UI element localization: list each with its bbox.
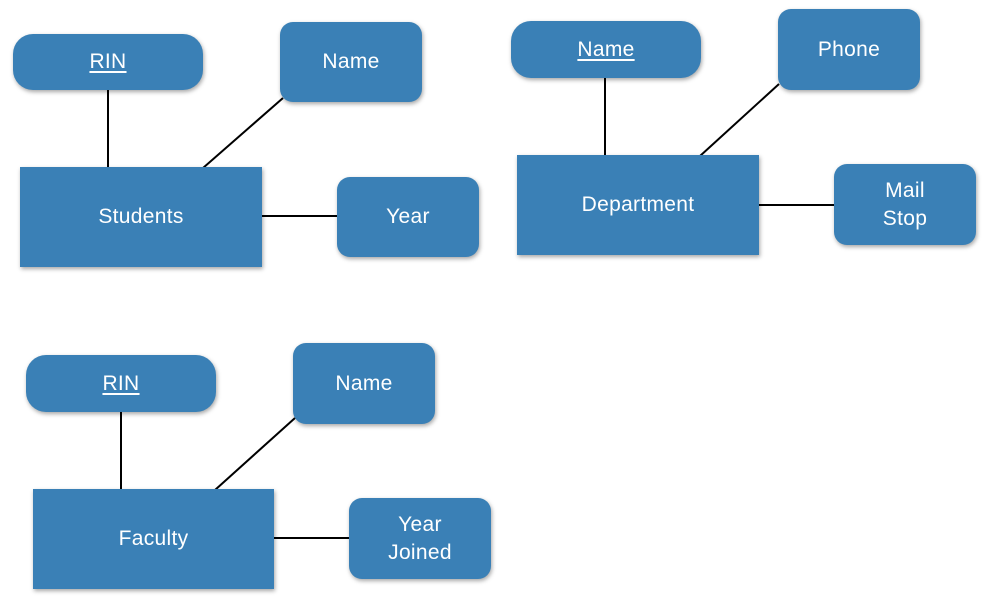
connector-faculty-name [214, 417, 296, 491]
attribute-label: Name [322, 50, 380, 73]
attribute-label-line-1: Year [398, 512, 442, 536]
attribute-faculty-name[interactable]: Name [293, 343, 435, 424]
attribute-label: Phone [817, 37, 881, 61]
attribute-label: Name [577, 37, 635, 61]
attribute-label: Name [335, 371, 393, 395]
entity-department[interactable]: Department [517, 155, 759, 255]
attribute-label: Year [386, 205, 430, 228]
entity-students[interactable]: Students [20, 167, 262, 267]
entity-faculty[interactable]: Faculty [33, 489, 274, 589]
attribute-label: RIN [89, 50, 127, 73]
attribute-department-mail-stop[interactable]: Mail Stop [834, 164, 976, 245]
connector-students-name [202, 97, 284, 169]
attribute-students-year[interactable]: Year [337, 177, 479, 257]
attribute-label-line-1: Mail [885, 178, 925, 202]
attribute-label-line-2: Stop [882, 206, 928, 230]
attribute-faculty-rin[interactable]: RIN [26, 355, 216, 412]
attribute-faculty-year-joined[interactable]: Year Joined [349, 498, 491, 579]
attribute-students-name[interactable]: Name [280, 22, 422, 102]
entity-label: Department [581, 193, 695, 216]
connector-department-phone [699, 83, 780, 157]
attribute-label-line-2: Joined [388, 540, 452, 564]
attribute-department-phone[interactable]: Phone [778, 9, 920, 90]
attribute-students-rin[interactable]: RIN [13, 34, 203, 90]
entity-label: Faculty [118, 527, 189, 550]
entity-label: Students [98, 205, 184, 228]
attribute-label: RIN [102, 371, 140, 395]
attribute-department-name[interactable]: Name [511, 21, 701, 78]
